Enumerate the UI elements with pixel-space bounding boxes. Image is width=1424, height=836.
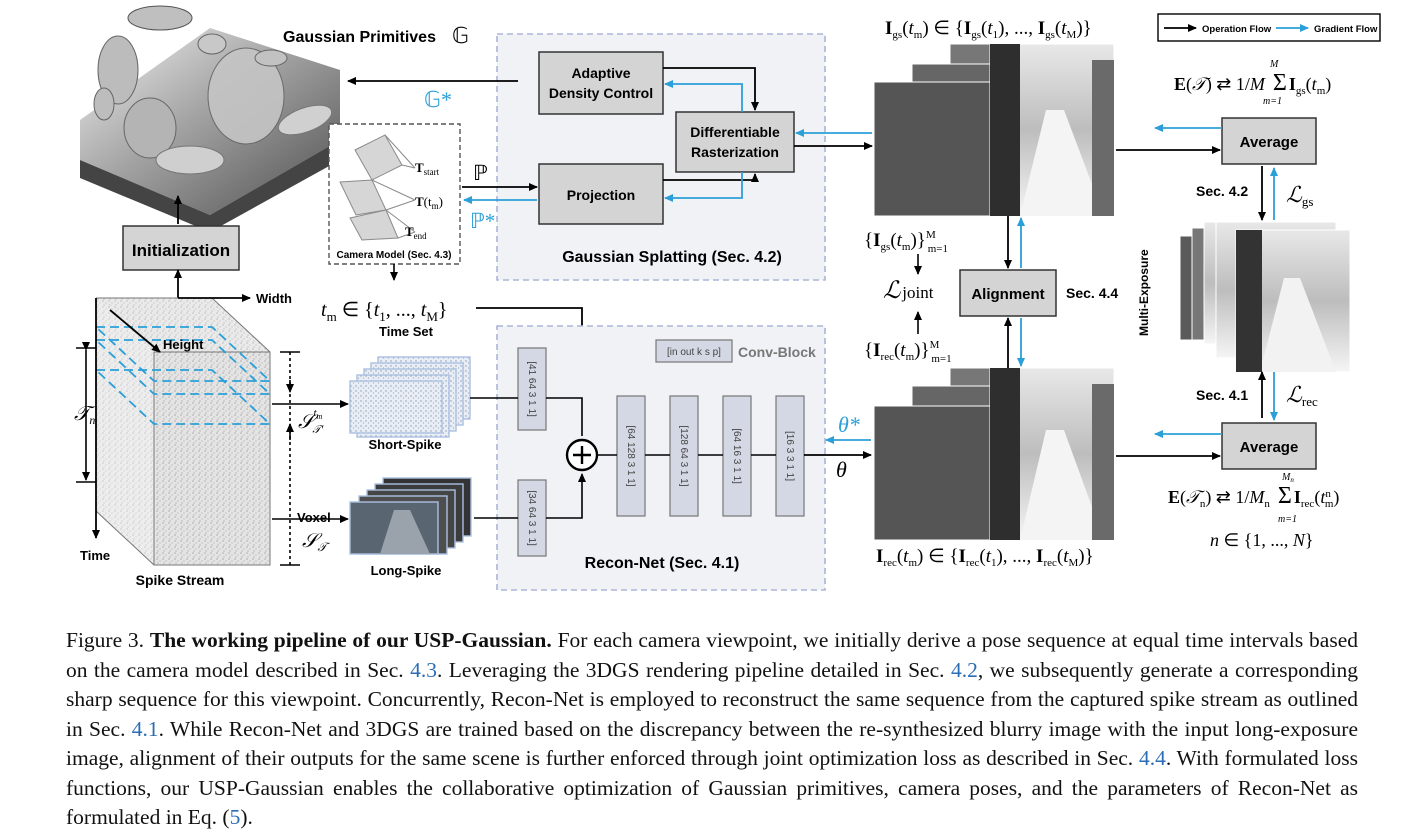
legend-box [1157, 13, 1381, 42]
alignment-label: Alignment [971, 286, 1044, 303]
time-set-formula: tm ∈ {t1, ..., tM} [321, 299, 448, 324]
caption-ref-sec41[interactable]: 4.1 [131, 716, 159, 741]
p-star: ℙ* [470, 209, 495, 233]
conv-legend-text: [in out k s p] [667, 347, 721, 358]
caption-text-3: , we subsequently generate a correspondi… [66, 657, 1359, 741]
figure-caption: Figure 3. The working pipeline of our US… [66, 626, 1358, 833]
gaussian-splatting-title: Gaussian Splatting (Sec. 4.2) [562, 249, 782, 266]
height-label: Height [163, 337, 204, 352]
caption-text-6: ). [240, 805, 253, 829]
adaptive-density-control-box [538, 51, 664, 115]
conv-block-1-text: [41 64 3 1 1] [526, 361, 537, 417]
initialization-label: Initialization [132, 241, 230, 260]
rec-image-stack [873, 367, 1115, 541]
long-spike-symbol: 𝒮𝒯 [302, 530, 330, 554]
gaussian-symbol: 𝔾 [452, 23, 469, 48]
caption-ref-sec44[interactable]: 4.4 [1138, 746, 1166, 770]
sum-node-icon [565, 438, 599, 472]
conv-block-4-text: [128 64 3 1 1] [678, 425, 689, 486]
e-tau-sum-top: M [1269, 59, 1279, 70]
long-spike-label: Long-Spike [371, 563, 442, 578]
differentiable-rasterization-box [675, 111, 795, 173]
e-tau-n-sum-bottom: m=1 [1278, 514, 1297, 525]
n-range: n ∈ {1, ..., N} [1210, 530, 1313, 550]
conv-block-5-text: [64 16 3 1 1] [731, 428, 742, 484]
adaptive-density-control-line1: Adaptive [571, 65, 630, 81]
conv-block-1 [517, 347, 547, 431]
conv-block-2 [517, 479, 547, 557]
differentiable-rasterization-line2: Rasterization [691, 144, 779, 160]
recon-net-panel [496, 325, 826, 591]
t-tm-label: T(tm) [415, 194, 443, 211]
caption-text-5: . With formulated loss functions, our US… [66, 746, 1358, 829]
conv-block-label: Conv-Block [738, 344, 816, 360]
igs-set-formula: Igs(tm) ∈ {Igs(t1), ..., Igs(tM)} [885, 18, 1092, 41]
conv-block-3-text: [64 128 3 1 1] [625, 425, 636, 486]
sec41-label: Sec. 4.1 [1196, 387, 1248, 403]
p-symbol: ℙ [473, 161, 488, 185]
time-label: Time [80, 548, 110, 563]
theta-star: θ* [838, 412, 860, 437]
average-bottom-box [1221, 422, 1317, 470]
projection-box [538, 163, 664, 225]
legend-operation: Operation Flow [1202, 24, 1272, 35]
caption-text-2: . Leveraging the 3DGS rendering pipeline… [436, 657, 945, 682]
caption-ref-sec42[interactable]: 4.2 [950, 657, 978, 682]
spike-stream-label: Spike Stream [136, 572, 225, 588]
camera-trajectory-icon [339, 134, 416, 241]
caption-ref-eq5[interactable]: 5 [229, 805, 241, 829]
conv-block-3 [616, 395, 646, 517]
conv-block-2-text: [34 64 3 1 1] [526, 490, 537, 546]
average-top-label: Average [1240, 134, 1299, 151]
camera-model-title: Camera Model (Sec. 4.3) [336, 250, 451, 261]
long-spike-stack [349, 477, 472, 555]
initialization-box [122, 225, 240, 271]
caption-title: The working pipeline of our USP-Gaussian… [149, 628, 552, 652]
irec-set-formula: Irec(tm) ∈ {Irec(t1), ..., Irec(tM)} [876, 546, 1094, 569]
e-tau-n-sum-top: Mn [1281, 472, 1294, 484]
sec42-label: Sec. 4.2 [1196, 183, 1248, 199]
alignment-box [959, 269, 1057, 317]
theta: θ [836, 457, 847, 482]
short-spike-label: Short-Spike [369, 437, 442, 452]
l-rec: ℒrec [1286, 382, 1318, 409]
conv-block-6-text: [16 3 3 1 1] [784, 431, 795, 481]
voxel-label: Voxel [297, 510, 331, 525]
pipeline-figure: Gaussian Splatting (Sec. 4.2) Adaptive D… [74, 5, 1381, 591]
g-star-label: 𝔾* [424, 87, 452, 112]
caption-label: Figure 3. [66, 628, 145, 652]
time-set-label: Time Set [379, 324, 434, 339]
caption-text-1: For each camera viewpoint, we initially … [66, 628, 1358, 682]
conv-block-6 [775, 395, 805, 517]
sec44-label: Sec. 4.4 [1066, 285, 1118, 301]
adaptive-density-control-line2: Density Control [549, 85, 653, 101]
legend-gradient: Gradient Flow [1314, 24, 1378, 35]
multi-exposure-stack [1179, 221, 1351, 373]
average-top-box [1221, 117, 1317, 165]
tau-n-label: 𝒯n [74, 403, 96, 427]
caption-text-4: . While Recon-Net and 3DGS are trained b… [66, 716, 1358, 771]
conv-legend-box [655, 339, 733, 363]
gaussian-primitives-label: Gaussian Primitives [283, 29, 436, 46]
gaussian-scene-render [80, 5, 340, 232]
multi-exposure-label: Multi-Exposure [1137, 249, 1151, 336]
conv-block-5 [722, 395, 752, 517]
differentiable-rasterization-line1: Differentiable [690, 124, 780, 140]
conv-block-4 [669, 395, 699, 517]
average-bottom-label: Average [1240, 439, 1299, 456]
l-gs: ℒgs [1286, 182, 1313, 209]
short-spike-stack [349, 356, 471, 438]
caption-ref-sec43[interactable]: 4.3 [410, 657, 437, 682]
projection-label: Projection [567, 187, 635, 203]
gs-image-stack [873, 43, 1115, 217]
width-label: Width [256, 291, 292, 306]
recon-net-title: Recon-Net (Sec. 4.1) [585, 555, 740, 572]
e-tau-sum-bottom: m=1 [1263, 96, 1282, 107]
